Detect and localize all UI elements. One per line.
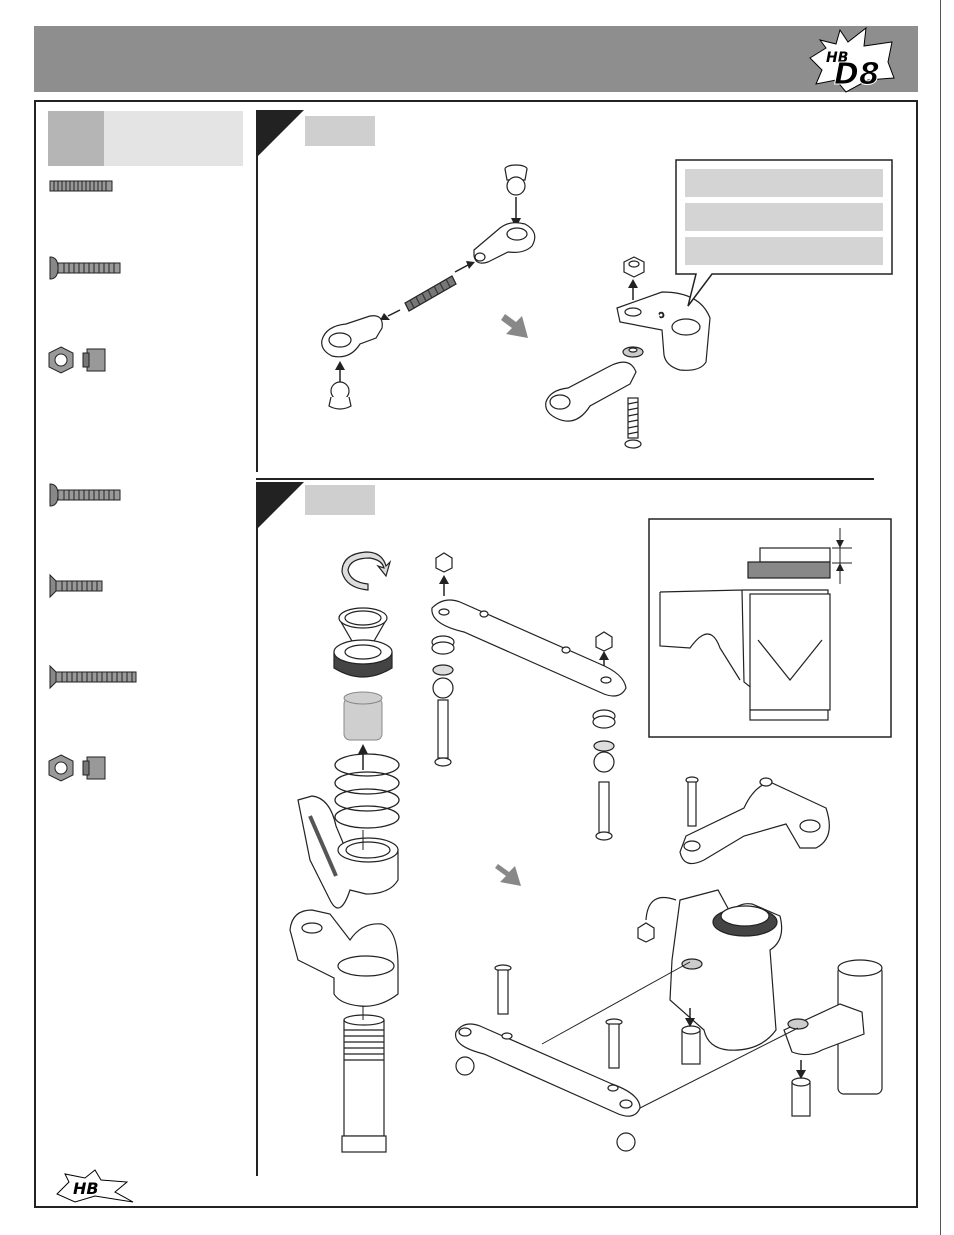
section-divider-horizontal	[256, 478, 874, 480]
svg-text:D8: D8	[834, 57, 880, 92]
page-edge-rule	[940, 0, 941, 1235]
set-screw-icon	[49, 180, 113, 192]
step-1-label-box	[305, 116, 375, 146]
section-divider-vertical-bottom	[256, 482, 258, 1176]
hb-d8-logo-icon: HB D8	[809, 26, 895, 93]
step-2-label-box	[305, 485, 375, 515]
step-2-corner-marker	[256, 482, 304, 530]
step-number-box	[48, 111, 104, 166]
lock-nut-icon	[48, 346, 106, 374]
svg-text:HB: HB	[73, 1179, 99, 1198]
button-head-screw-icon	[49, 256, 121, 280]
flat-head-screw-icon	[49, 573, 103, 599]
header-bar	[34, 26, 918, 92]
svg-text:HB: HB	[826, 50, 848, 66]
step-1-corner-marker	[256, 110, 304, 158]
section-divider-vertical-top	[256, 110, 258, 472]
button-head-screw-icon	[49, 483, 121, 507]
hb-logo-icon: HB	[56, 1169, 134, 1203]
flat-head-screw-long-icon	[49, 664, 137, 690]
content-frame	[34, 100, 918, 1208]
lock-nut-icon	[48, 754, 106, 782]
